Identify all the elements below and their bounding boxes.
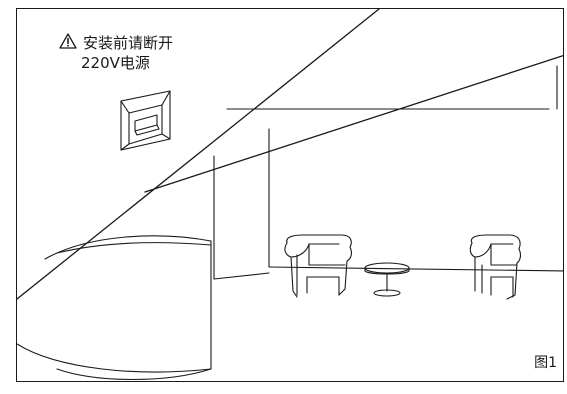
warning-line-1: 安装前请断开 [83, 34, 174, 52]
wall-switch-box [120, 90, 171, 151]
reception-desk [17, 235, 212, 380]
power-warning: 安装前请断开 220V电源 [59, 33, 173, 73]
ceiling-structure [213, 65, 563, 280]
side-table [364, 262, 410, 297]
illustration-frame: 安装前请断开 220V电源 图1 [16, 8, 564, 382]
cutaway-diagonals [17, 9, 563, 300]
warning-line-2: 220V电源 [81, 54, 150, 72]
armchair-left [284, 234, 352, 298]
room-illustration [17, 9, 563, 380]
armchair-right [469, 234, 522, 300]
figure-label: 图1 [534, 355, 557, 371]
warning-triangle-icon [59, 33, 77, 49]
